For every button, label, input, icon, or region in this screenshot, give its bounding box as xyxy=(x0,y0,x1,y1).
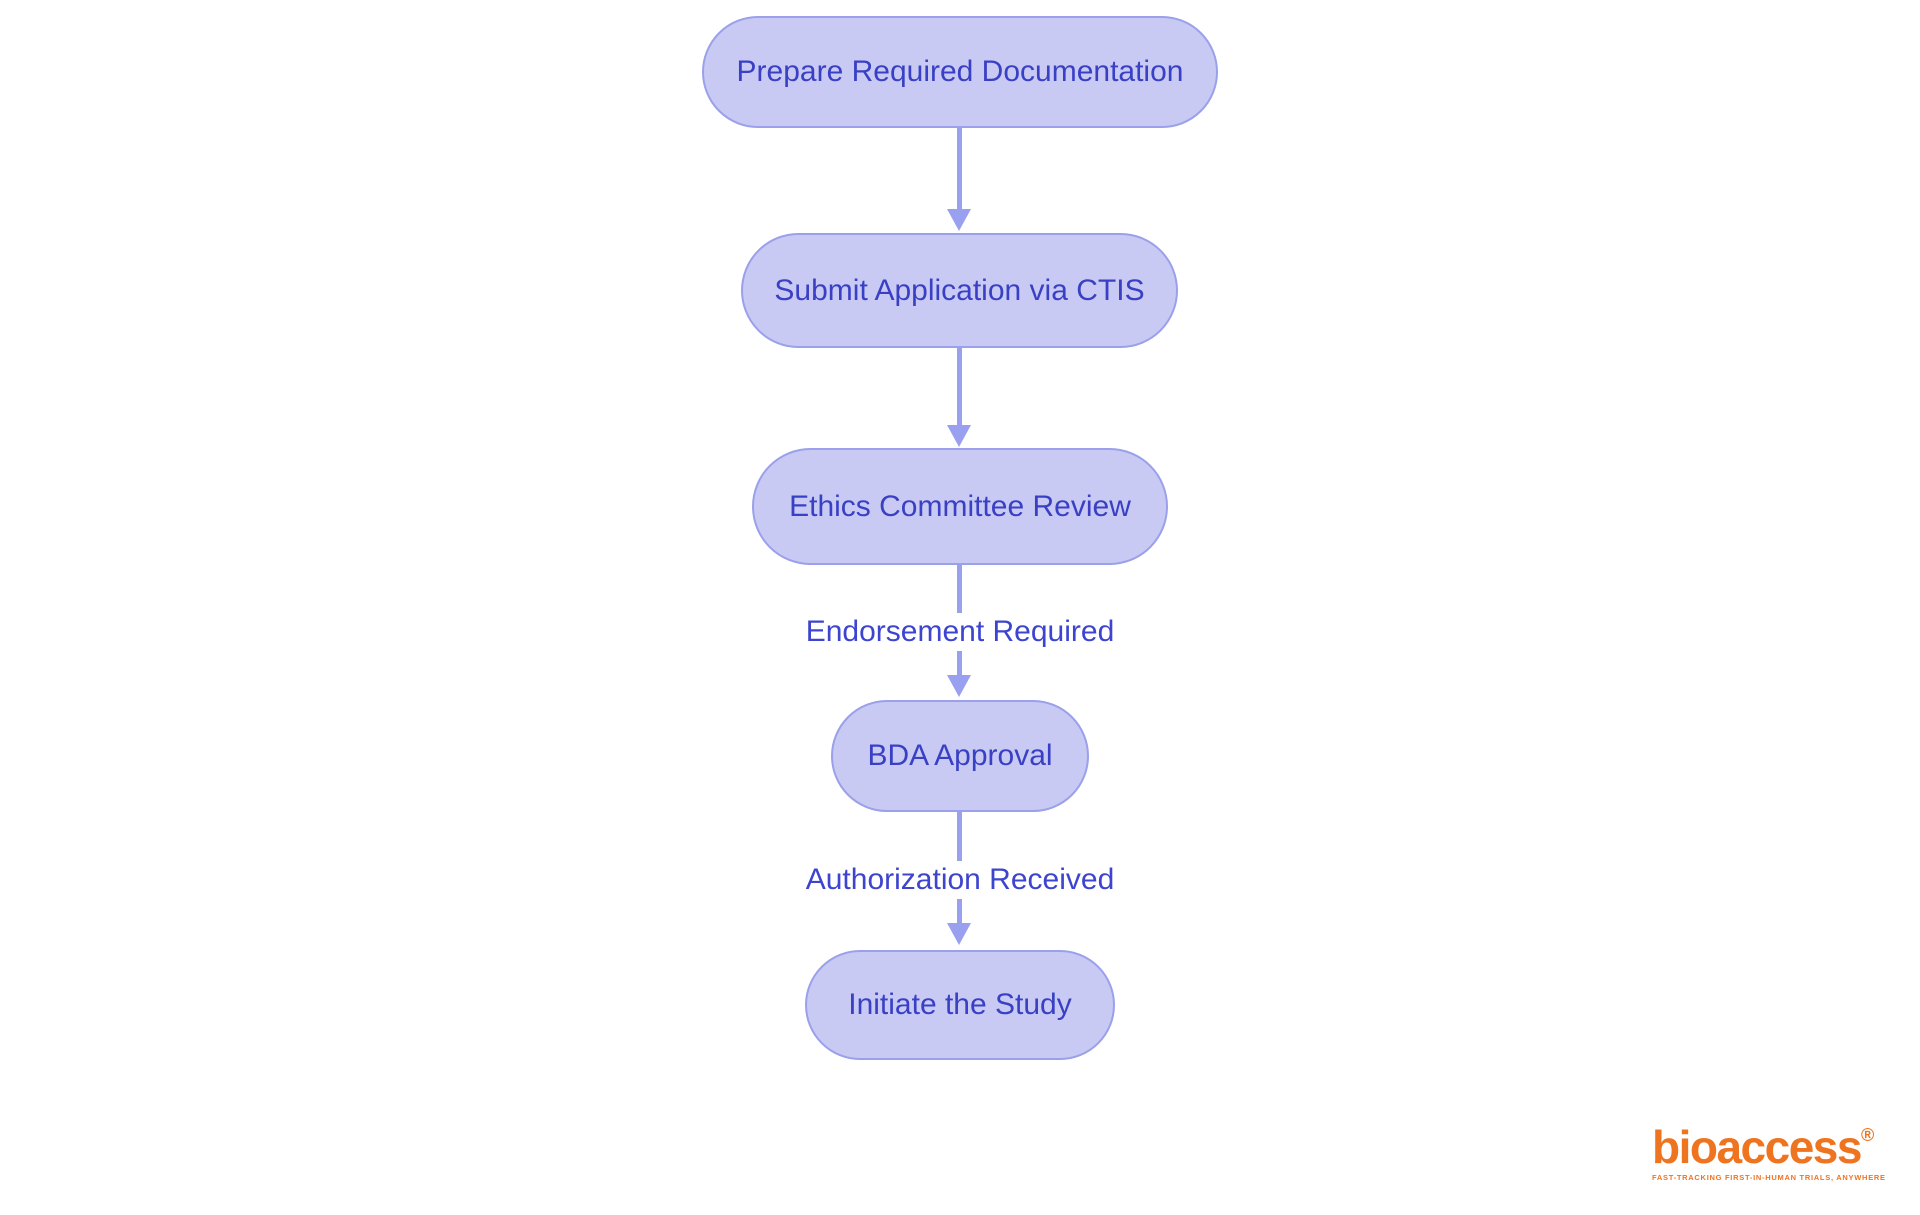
edge-label-endorsement-required: Endorsement Required xyxy=(797,613,1123,651)
logo-tagline: FAST-TRACKING FIRST-IN-HUMAN TRIALS, ANY… xyxy=(1652,1173,1886,1182)
bioaccess-logo: bioaccess® FAST-TRACKING FIRST-IN-HUMAN … xyxy=(1652,1124,1886,1182)
edge-line-prepare-submit xyxy=(957,128,962,209)
flowchart-node-submit-application: Submit Application via CTIS xyxy=(741,233,1178,348)
arrowhead-down-icon xyxy=(947,209,971,231)
arrowhead-down-icon xyxy=(947,425,971,447)
node-label: BDA Approval xyxy=(867,739,1053,772)
node-label: Prepare Required Documentation xyxy=(736,55,1184,88)
logo-text: bioaccess xyxy=(1652,1121,1862,1173)
flowchart-node-ethics-review: Ethics Committee Review xyxy=(752,448,1168,565)
flowchart-node-bda-approval: BDA Approval xyxy=(831,700,1089,812)
arrowhead-down-icon xyxy=(947,923,971,945)
edge-label-authorization-received: Authorization Received xyxy=(797,861,1123,899)
node-label: Ethics Committee Review xyxy=(789,489,1131,523)
node-label: Initiate the Study xyxy=(848,988,1072,1021)
flowchart-node-initiate-study: Initiate the Study xyxy=(805,950,1115,1060)
edge-line-submit-ethics xyxy=(957,348,962,425)
arrowhead-down-icon xyxy=(947,675,971,697)
node-label: Submit Application via CTIS xyxy=(774,273,1145,307)
logo-wordmark: bioaccess® xyxy=(1652,1124,1882,1170)
flowchart-node-prepare-documentation: Prepare Required Documentation xyxy=(702,16,1218,128)
registered-trademark-icon: ® xyxy=(1860,1125,1875,1145)
